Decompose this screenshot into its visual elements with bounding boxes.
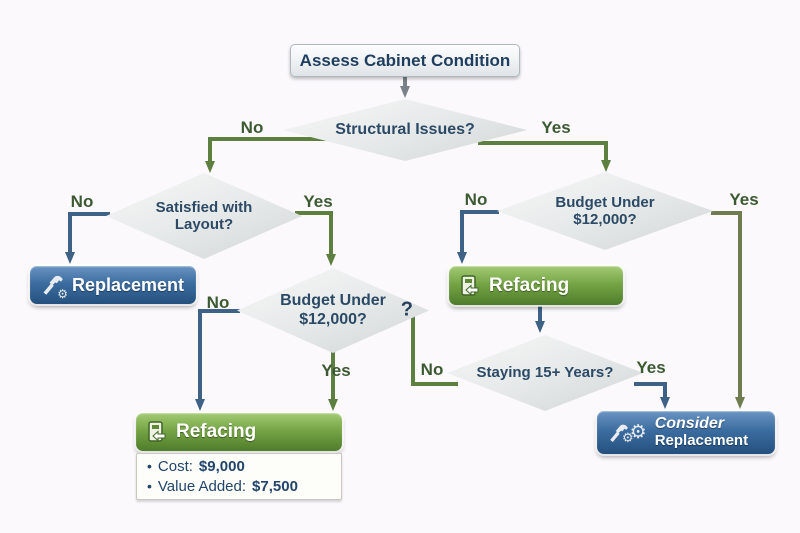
staying-label: Staying 15+ Years? [476, 364, 614, 382]
refacing-right-label: Refacing [489, 274, 570, 296]
refacing-bottom-label: Refacing [176, 421, 257, 442]
refacing-details-panel: • Cost: $9,000 • Value Added: $7,500 [136, 453, 342, 500]
gear-icon: ⚙ [622, 431, 634, 446]
hammer-gear-icon: ⚙ [40, 273, 68, 300]
structural-issues-label: Structural Issues? [335, 120, 475, 138]
question-mark: ? [400, 298, 413, 321]
edge-label-structural-yes: Yes [541, 118, 571, 137]
value-added-label: Value Added: [157, 478, 247, 495]
detail-row-value-added: • Value Added: $7,500 [147, 478, 331, 495]
right-budget-label-line1: Budget Under [555, 193, 655, 211]
right-budget-label-line2: $12,000? [573, 211, 637, 228]
cabinet-door-arrow-icon [146, 420, 168, 444]
mid-budget-label-line1: Budget Under [280, 292, 386, 310]
edge-satisfied-no [65, 212, 110, 264]
edge-label-staying-yes: Yes [636, 358, 666, 377]
edge-structural-no [205, 137, 332, 173]
node-replacement: ⚙ Replacement [30, 266, 196, 304]
satisfied-label-line2: Layout? [174, 216, 234, 233]
edge-staying-no-loop [411, 311, 458, 386]
bullet-icon: • [147, 458, 152, 474]
satisfied-label-line1: Satisfied with [155, 198, 253, 216]
node-consider-replacement: ⚙ ⚙ Consider Replacement [597, 411, 775, 454]
edge-label-mid-budget-no: No [206, 293, 230, 312]
value-added-value: $7,500 [252, 478, 298, 495]
gear-icon: ⚙ [57, 287, 68, 301]
edge-label-mid-budget-yes: Yes [321, 361, 351, 380]
consider-line2: Replacement [654, 432, 749, 450]
bullet-icon: • [147, 478, 152, 494]
edge-staying-yes [634, 382, 670, 409]
edge-satisfied-yes [295, 211, 336, 266]
node-refacing-right: Refacing [449, 266, 623, 305]
cost-value: $9,000 [198, 458, 245, 475]
node-assess-cabinet-condition: Assess Cabinet Condition [290, 44, 520, 77]
consider-line1: Consider [654, 415, 725, 433]
edge-midbudget-no [195, 309, 240, 411]
cost-label: Cost: [157, 458, 193, 475]
edge-label-structural-no: No [240, 118, 264, 137]
edge-structural-yes [478, 141, 611, 172]
consider-replacement-label: Consider Replacement [655, 415, 748, 449]
gear-icon: ⚙ [629, 421, 647, 443]
hammer-two-gears-icon: ⚙ ⚙ [607, 420, 647, 445]
edge-rightbudget-no [457, 210, 499, 264]
edge-label-satisfied-yes: Yes [303, 192, 333, 211]
edge-label-right-budget-no: No [464, 190, 488, 209]
edge-label-staying-no: No [420, 360, 444, 379]
node-refacing-bottom: Refacing [136, 413, 342, 451]
mid-budget-label-line2: $12,000? [299, 310, 367, 328]
edge-label-satisfied-no: No [70, 192, 94, 211]
edge-label-right-budget-yes: Yes [729, 190, 759, 209]
detail-row-cost: • Cost: $9,000 [147, 458, 331, 475]
edge-rightbudget-yes [711, 211, 745, 409]
cabinet-door-arrow-icon [459, 274, 481, 298]
replacement-label: Replacement [72, 274, 185, 295]
